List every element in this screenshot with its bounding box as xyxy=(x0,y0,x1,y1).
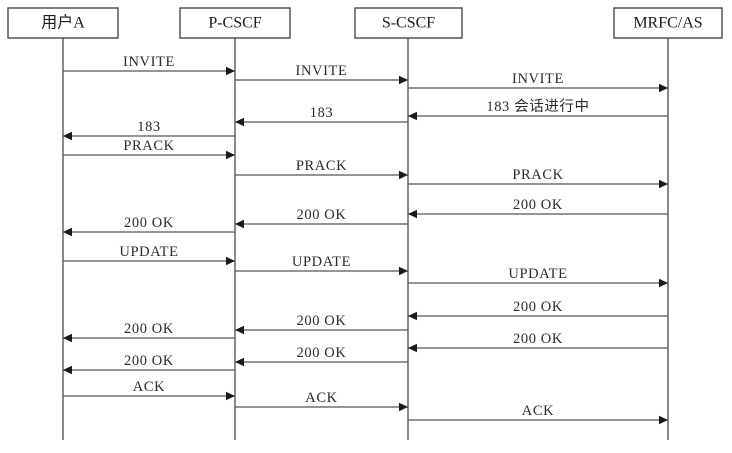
arrowhead-icon xyxy=(408,209,417,219)
message-label: 200 OK xyxy=(297,313,347,329)
arrowhead-icon xyxy=(226,391,235,401)
actor-label-ue: 用户A xyxy=(41,14,85,32)
message-label: INVITE xyxy=(123,54,175,70)
message-label: ACK xyxy=(305,390,337,406)
arrowhead-icon xyxy=(659,179,668,189)
arrowhead-icon xyxy=(226,150,235,160)
lifelines-group xyxy=(62,38,669,440)
arrowhead-icon xyxy=(235,219,244,229)
message-21-pcscf-to-ue[interactable]: 200 OK xyxy=(63,353,235,375)
arrowhead-icon xyxy=(63,131,72,141)
message-label: 183 xyxy=(137,119,161,135)
arrowhead-icon xyxy=(408,111,417,121)
message-20-scscf-to-pcscf[interactable]: 200 OK xyxy=(235,345,408,367)
message-22-ue-to-pcscf[interactable]: ACK xyxy=(63,379,235,401)
message-4-mrfc-to-scscf[interactable]: 183 会话进行中 xyxy=(408,98,668,121)
message-label: PRACK xyxy=(296,158,347,174)
actor-box-scscf[interactable] xyxy=(354,7,463,39)
message-label: 183 xyxy=(310,105,334,121)
arrowhead-icon xyxy=(408,311,417,321)
message-9-scscf-to-mrfc[interactable]: PRACK xyxy=(408,167,668,189)
message-23-pcscf-to-scscf[interactable]: ACK xyxy=(235,390,408,412)
arrowhead-icon xyxy=(63,227,72,237)
message-17-scscf-to-pcscf[interactable]: 200 OK xyxy=(235,313,408,335)
arrowhead-icon xyxy=(235,357,244,367)
message-label: PRACK xyxy=(123,138,174,154)
arrowhead-icon xyxy=(659,83,668,93)
message-5-scscf-to-pcscf[interactable]: 183 xyxy=(235,105,408,127)
arrowhead-icon xyxy=(63,365,72,375)
message-label: 200 OK xyxy=(124,215,174,231)
arrowhead-icon xyxy=(399,402,408,412)
arrowhead-icon xyxy=(235,117,244,127)
message-16-mrfc-to-scscf[interactable]: 200 OK xyxy=(408,299,668,321)
message-7-ue-to-pcscf[interactable]: PRACK xyxy=(63,138,235,160)
message-15-scscf-to-mrfc[interactable]: UPDATE xyxy=(408,266,668,288)
message-label: INVITE xyxy=(296,63,348,79)
actor-box-mrfc[interactable] xyxy=(613,7,723,39)
arrowhead-icon xyxy=(399,75,408,85)
message-label: UPDATE xyxy=(119,244,178,260)
message-11-scscf-to-pcscf[interactable]: 200 OK xyxy=(235,207,408,229)
arrowhead-icon xyxy=(659,278,668,288)
message-1-ue-to-pcscf[interactable]: INVITE xyxy=(63,54,235,76)
message-12-pcscf-to-ue[interactable]: 200 OK xyxy=(63,215,235,237)
message-label: UPDATE xyxy=(508,266,567,282)
message-label: 200 OK xyxy=(513,197,563,213)
arrowhead-icon xyxy=(399,266,408,276)
message-2-pcscf-to-scscf[interactable]: INVITE xyxy=(235,63,408,85)
actor-box-pcscf[interactable] xyxy=(179,7,291,39)
message-3-scscf-to-mrfc[interactable]: INVITE xyxy=(408,71,668,93)
message-18-pcscf-to-ue[interactable]: 200 OK xyxy=(63,321,235,343)
message-8-pcscf-to-scscf[interactable]: PRACK xyxy=(235,158,408,180)
actor-box-ue[interactable] xyxy=(7,7,119,39)
message-label: 200 OK xyxy=(297,345,347,361)
actor-label-scscf: S-CSCF xyxy=(382,15,435,32)
message-label: INVITE xyxy=(512,71,564,87)
message-label: ACK xyxy=(133,379,165,395)
message-24-scscf-to-mrfc[interactable]: ACK xyxy=(408,403,668,425)
message-label: UPDATE xyxy=(292,254,351,270)
message-10-mrfc-to-scscf[interactable]: 200 OK xyxy=(408,197,668,219)
message-label: 183 会话进行中 xyxy=(486,98,589,115)
message-label: PRACK xyxy=(512,167,563,183)
message-label: 200 OK xyxy=(124,321,174,337)
arrowhead-icon xyxy=(659,415,668,425)
actor-label-mrfc: MRFC/AS xyxy=(633,15,702,32)
message-19-mrfc-to-scscf[interactable]: 200 OK xyxy=(408,331,668,353)
arrowhead-icon xyxy=(226,256,235,266)
actors-group: 用户A P-CSCF S-CSCF MRFC/AS xyxy=(7,7,723,39)
arrowhead-icon xyxy=(63,333,72,343)
message-label: 200 OK xyxy=(124,353,174,369)
actor-label-pcscf: P-CSCF xyxy=(208,15,261,32)
message-6-pcscf-to-ue[interactable]: 183 xyxy=(63,119,235,141)
arrowhead-icon xyxy=(399,170,408,180)
message-label: 200 OK xyxy=(513,331,563,347)
message-14-pcscf-to-scscf[interactable]: UPDATE xyxy=(235,254,408,276)
arrowhead-icon xyxy=(226,66,235,76)
arrowhead-icon xyxy=(235,325,244,335)
message-label: 200 OK xyxy=(297,207,347,223)
message-13-ue-to-pcscf[interactable]: UPDATE xyxy=(63,244,235,266)
arrowhead-icon xyxy=(408,343,417,353)
message-label: ACK xyxy=(522,403,554,419)
message-label: 200 OK xyxy=(513,299,563,315)
